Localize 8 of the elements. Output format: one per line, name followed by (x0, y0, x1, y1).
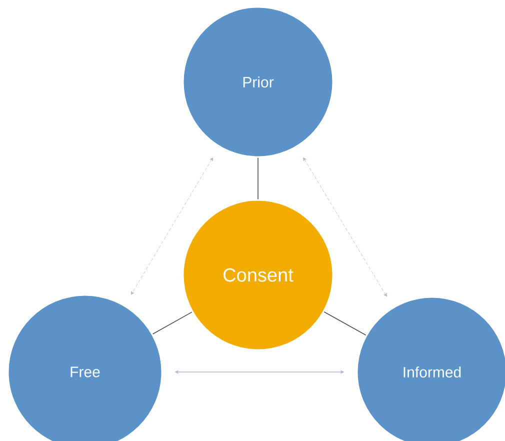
circle-node: Informed (356, 296, 505, 441)
circle-node: Free (7, 294, 163, 441)
connector-line (324, 311, 366, 336)
circle-node: Consent (182, 199, 334, 351)
circle-node: Prior (182, 6, 334, 158)
double-arrow (303, 157, 387, 297)
connector-line (152, 312, 192, 334)
double-arrow (131, 158, 214, 295)
